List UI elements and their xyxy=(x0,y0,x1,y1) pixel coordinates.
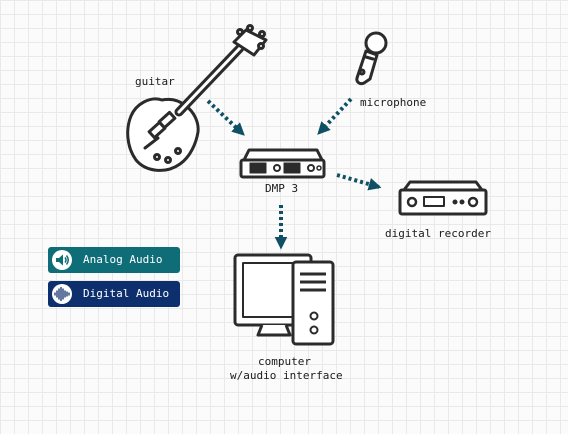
recorder-device xyxy=(398,180,488,216)
arrow-dmp-to-recorder xyxy=(336,173,382,191)
dmp3-device xyxy=(239,148,326,179)
arrows xyxy=(206,97,382,250)
computer-device xyxy=(233,253,335,346)
guitar-icon xyxy=(126,24,268,172)
legend-analog-audio: Analog Audio xyxy=(48,247,180,273)
arrow-microphone-to-dmp xyxy=(317,97,353,135)
speaker-icon xyxy=(52,250,72,270)
microphone-label: microphone xyxy=(360,96,427,109)
waveform-icon xyxy=(52,284,72,304)
legend-digital-audio: Digital Audio xyxy=(48,281,180,307)
legend-analog-label: Analog Audio xyxy=(83,253,163,266)
arrow-guitar-to-dmp xyxy=(206,99,245,136)
computer-label-line1: computer xyxy=(258,355,311,368)
microphone-icon xyxy=(355,31,388,86)
recorder-label: digital recorder xyxy=(385,227,491,240)
dmp3-label: DMP 3 xyxy=(265,182,299,195)
guitar-label: guitar xyxy=(135,75,175,88)
computer-label-line2: w/audio interface xyxy=(230,369,343,382)
legend-digital-label: Digital Audio xyxy=(83,287,170,300)
